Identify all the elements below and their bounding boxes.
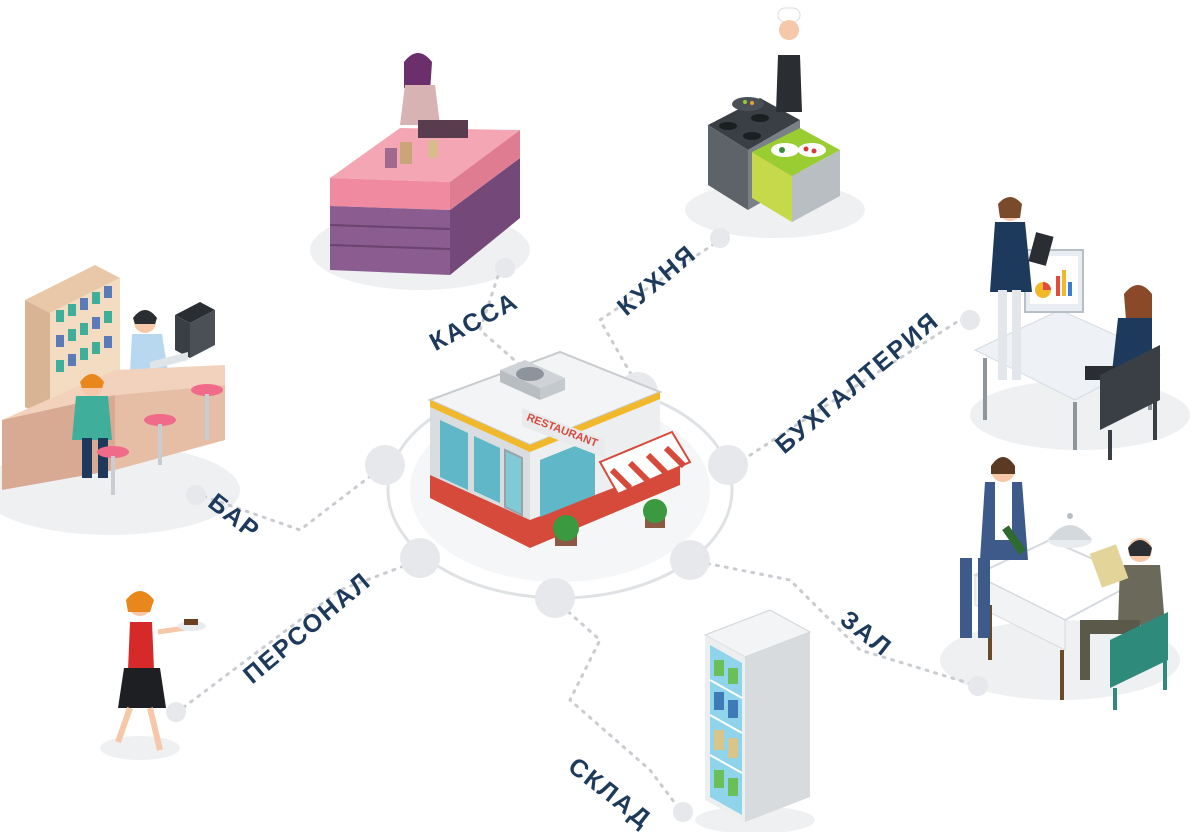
connector-lines	[178, 238, 977, 812]
cashier-counter-icon	[329, 53, 520, 275]
accounting-office-icon	[973, 197, 1162, 460]
bar-counter-icon	[2, 265, 225, 495]
endpoint-dots	[166, 228, 988, 822]
restaurant-building-icon: RESTAURANT	[427, 350, 692, 548]
warehouse-fridge-icon	[703, 609, 812, 822]
waitress-staff-icon	[115, 591, 206, 751]
dining-hall-icon	[960, 457, 1168, 710]
chef-stove-icon	[708, 7, 840, 222]
